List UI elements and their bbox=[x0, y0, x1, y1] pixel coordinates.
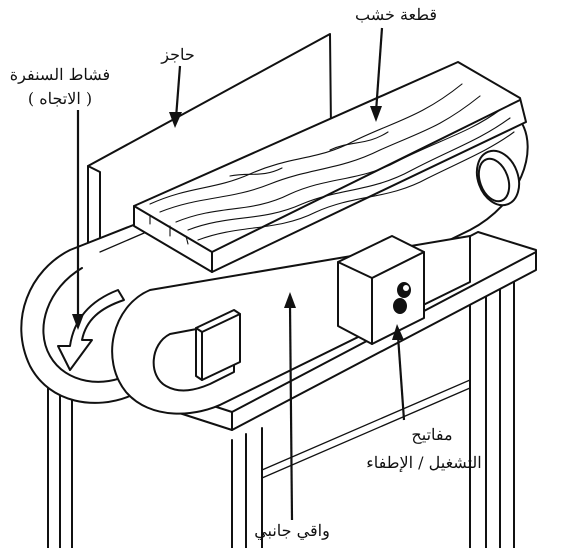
wood-piece bbox=[133, 61, 527, 273]
label-wood-piece: قطعة خشب bbox=[355, 5, 437, 24]
switch-box bbox=[337, 235, 425, 345]
label-sanding-belt-direction: ( الاتجاه ) bbox=[28, 89, 92, 108]
label-sanding-belt: فشاط السنفرة bbox=[10, 65, 110, 84]
label-switches-onoff: التشغيل / الإطفاء bbox=[366, 453, 481, 472]
label-switches: مفاتيح bbox=[411, 425, 452, 444]
curved-arrow-down-icon bbox=[57, 289, 125, 371]
labels: قطعة خشب حاجز فشاط السنفرة ( الاتجاه ) م… bbox=[10, 5, 482, 540]
label-fence: حاجز bbox=[160, 45, 194, 64]
leader-arrows bbox=[72, 27, 406, 521]
stand bbox=[47, 275, 515, 548]
label-side-guard: واقي جانبي bbox=[254, 521, 330, 540]
off-button[interactable] bbox=[393, 298, 407, 314]
